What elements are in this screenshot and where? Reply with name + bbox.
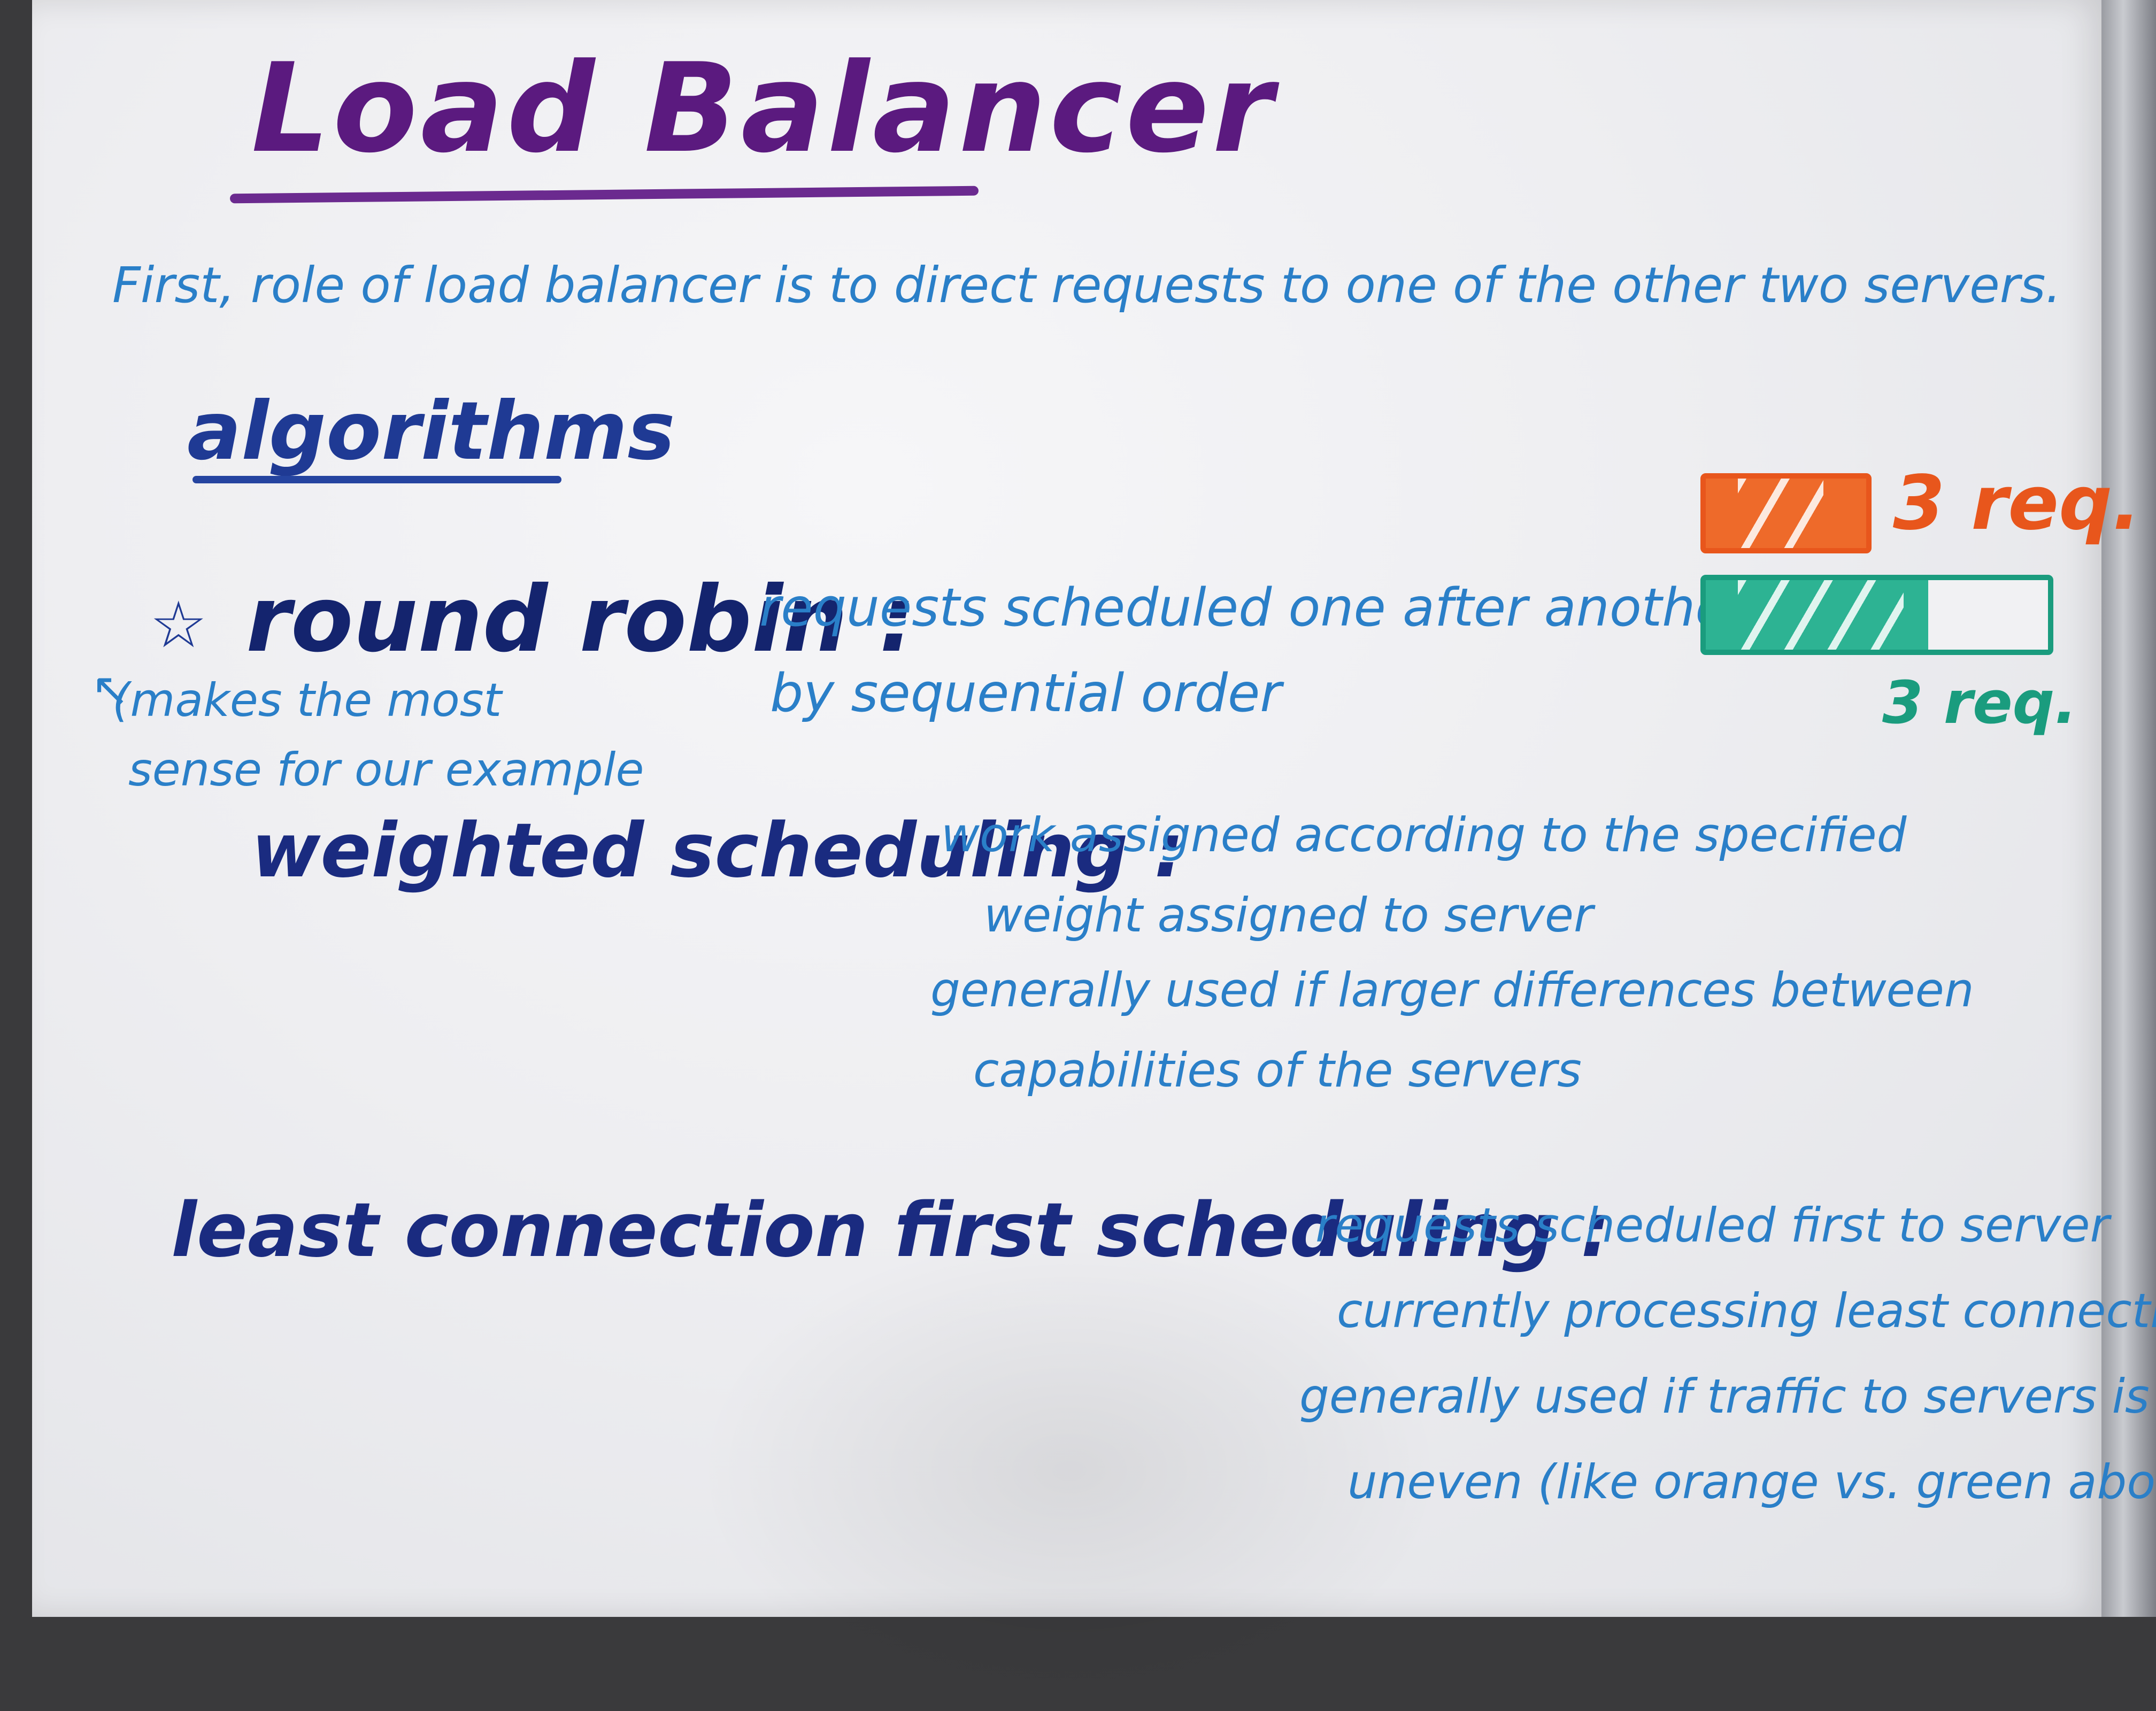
green-server-hatch	[1738, 580, 1904, 650]
weighted-scheduling-term: weighted scheduling :	[251, 807, 1184, 895]
round-robin-note-line2: sense for our example	[128, 743, 644, 797]
arrow-icon: ↖	[91, 663, 130, 716]
least-connection-definition-line2: currently processing least connections	[1337, 1283, 2156, 1338]
green-server-bar	[1700, 575, 2053, 655]
board-title: Load Balancer	[251, 37, 1276, 180]
round-robin-term: round robin :	[246, 567, 916, 673]
least-connection-term: least connection first scheduling :	[171, 1187, 1611, 1274]
least-connection-definition-line3: generally used if traffic to servers is	[1299, 1369, 2150, 1424]
whiteboard	[32, 0, 2107, 1617]
weighted-definition-line3: generally used if larger differences bet…	[930, 962, 1974, 1018]
shadow-on-board	[695, 1230, 1444, 1711]
algorithms-heading: algorithms	[187, 385, 675, 478]
intro-text: First, role of load balancer is to direc…	[112, 257, 2061, 314]
least-connection-definition-line1: requests scheduled first to server	[1315, 1198, 2109, 1253]
least-connection-definition-line4: uneven (like orange vs. green above)	[1348, 1454, 2156, 1509]
algorithms-underline	[192, 476, 561, 483]
orange-server-requests: 3 req.	[1893, 460, 2141, 547]
orange-server-hatch	[1738, 479, 1823, 548]
green-server-requests: 3 req.	[1882, 668, 2077, 737]
weighted-definition-line2: weight assigned to server	[984, 888, 1593, 943]
round-robin-definition-line2: by sequential order	[770, 663, 1282, 724]
orange-server-bar	[1700, 473, 1872, 553]
round-robin-note-line1: (makes the most	[112, 674, 502, 727]
weighted-definition-line4: capabilities of the servers	[973, 1043, 1582, 1098]
weighted-definition-line1: work assigned according to the specified	[941, 807, 1907, 862]
star-icon: ☆	[150, 588, 207, 662]
round-robin-definition-line1: requests scheduled one after another	[759, 577, 1749, 638]
whiteboard-frame	[2101, 0, 2156, 1617]
